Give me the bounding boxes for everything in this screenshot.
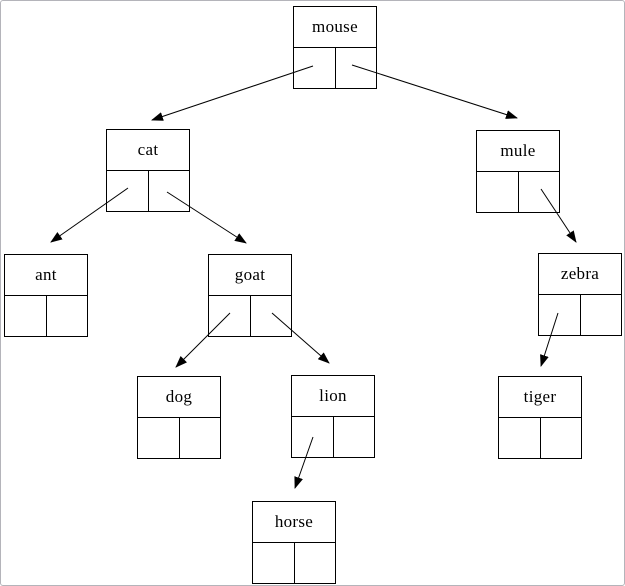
node-cat-right-pointer-cell <box>147 171 190 211</box>
node-label-tiger: tiger <box>499 377 581 418</box>
node-lion-left-pointer-cell <box>292 417 333 457</box>
node-mule-left-pointer-cell <box>477 172 518 212</box>
node-dog-right-pointer-cell <box>178 418 221 458</box>
edge-mouse-left-to-cat <box>151 65 314 121</box>
node-zebra-pointer-cells <box>539 295 621 335</box>
tree-node-goat: goat <box>208 254 292 337</box>
node-label-mouse: mouse <box>294 7 376 48</box>
node-tiger-right-pointer-cell <box>539 418 582 458</box>
node-goat-pointer-cells <box>209 296 291 336</box>
node-label-dog: dog <box>138 377 220 418</box>
node-label-zebra: zebra <box>539 254 621 295</box>
node-mule-pointer-cells <box>477 172 559 212</box>
node-mouse-pointer-cells <box>294 48 376 88</box>
node-zebra-right-pointer-cell <box>579 295 622 335</box>
tree-node-cat: cat <box>106 129 190 212</box>
node-mouse-left-pointer-cell <box>294 48 335 88</box>
node-tiger-left-pointer-cell <box>499 418 540 458</box>
node-lion-pointer-cells <box>292 417 374 457</box>
tree-node-lion: lion <box>291 375 375 458</box>
node-horse-left-pointer-cell <box>253 543 294 583</box>
tree-node-horse: horse <box>252 501 336 584</box>
tree-node-ant: ant <box>4 254 88 337</box>
node-dog-pointer-cells <box>138 418 220 458</box>
node-label-goat: goat <box>209 255 291 296</box>
node-label-mule: mule <box>477 131 559 172</box>
tree-node-tiger: tiger <box>498 376 582 459</box>
node-dog-left-pointer-cell <box>138 418 179 458</box>
node-label-horse: horse <box>253 502 335 543</box>
tree-node-dog: dog <box>137 376 221 459</box>
node-label-lion: lion <box>292 376 374 417</box>
node-cat-pointer-cells <box>107 171 189 211</box>
node-goat-right-pointer-cell <box>249 296 292 336</box>
node-mule-right-pointer-cell <box>517 172 560 212</box>
tree-node-zebra: zebra <box>538 253 622 336</box>
node-goat-left-pointer-cell <box>209 296 250 336</box>
node-lion-right-pointer-cell <box>332 417 375 457</box>
node-horse-right-pointer-cell <box>293 543 336 583</box>
node-tiger-pointer-cells <box>499 418 581 458</box>
node-ant-right-pointer-cell <box>45 296 88 336</box>
node-zebra-left-pointer-cell <box>539 295 580 335</box>
node-cat-left-pointer-cell <box>107 171 148 211</box>
node-mouse-right-pointer-cell <box>334 48 377 88</box>
node-ant-pointer-cells <box>5 296 87 336</box>
node-horse-pointer-cells <box>253 543 335 583</box>
tree-node-mouse: mouse <box>293 6 377 89</box>
tree-node-mule: mule <box>476 130 560 213</box>
node-label-cat: cat <box>107 130 189 171</box>
node-ant-left-pointer-cell <box>5 296 46 336</box>
node-label-ant: ant <box>5 255 87 296</box>
